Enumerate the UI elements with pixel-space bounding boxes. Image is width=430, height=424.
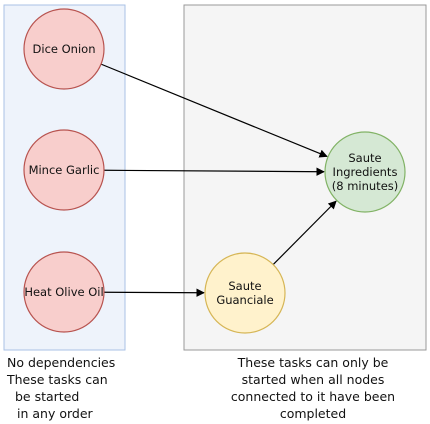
mince-garlic-circle bbox=[23, 129, 105, 211]
edge-dice-onion-to-saute-ingredients bbox=[100, 63, 328, 158]
edge-heat-olive-oil-to-saute-guanciale bbox=[103, 288, 205, 297]
caption-line: No dependencies bbox=[7, 355, 115, 370]
caption-line: completed bbox=[280, 406, 346, 421]
caption-line: in any order bbox=[17, 406, 94, 421]
node-label-line: Heat Olive Oil bbox=[24, 285, 103, 299]
heat-olive-oil-circle bbox=[23, 251, 105, 333]
node-heat-olive-oil[interactable]: Heat Olive Oil bbox=[23, 251, 105, 333]
caption-line: These tasks can bbox=[6, 372, 108, 387]
heat-olive-oil-label: Heat Olive Oil bbox=[24, 285, 103, 299]
caption-line: started when all nodes bbox=[242, 372, 385, 387]
edge-mince-garlic-to-saute-ingredients bbox=[103, 167, 325, 176]
node-label-line: Saute bbox=[348, 151, 381, 165]
dice-onion-label: Dice Onion bbox=[33, 42, 96, 56]
mince-garlic-label: Mince Garlic bbox=[29, 163, 100, 177]
node-mince-garlic[interactable]: Mince Garlic bbox=[23, 129, 105, 211]
node-dice-onion[interactable]: Dice Onion bbox=[23, 8, 105, 90]
node-label-line: (8 minutes) bbox=[332, 179, 399, 193]
saute-ingredients-circle bbox=[324, 131, 406, 213]
dependent-caption: These tasks can only be started when all … bbox=[231, 355, 395, 421]
saute-guanciale-circle bbox=[204, 252, 286, 334]
dice-onion-circle bbox=[23, 8, 105, 90]
caption-line: These tasks can only be bbox=[237, 355, 389, 370]
caption-line: connected to it have been bbox=[231, 389, 395, 404]
node-label-line: Ingredients bbox=[333, 165, 398, 179]
edges-layer bbox=[100, 63, 337, 297]
caption-line: be started bbox=[15, 389, 79, 404]
node-label-line: Mince Garlic bbox=[29, 163, 100, 177]
node-label-line: Guanciale bbox=[216, 293, 273, 307]
node-label-line: Dice Onion bbox=[33, 42, 96, 56]
edge-saute-guanciale-to-saute-ingredients bbox=[272, 200, 337, 266]
node-label-line: Saute bbox=[228, 279, 261, 293]
